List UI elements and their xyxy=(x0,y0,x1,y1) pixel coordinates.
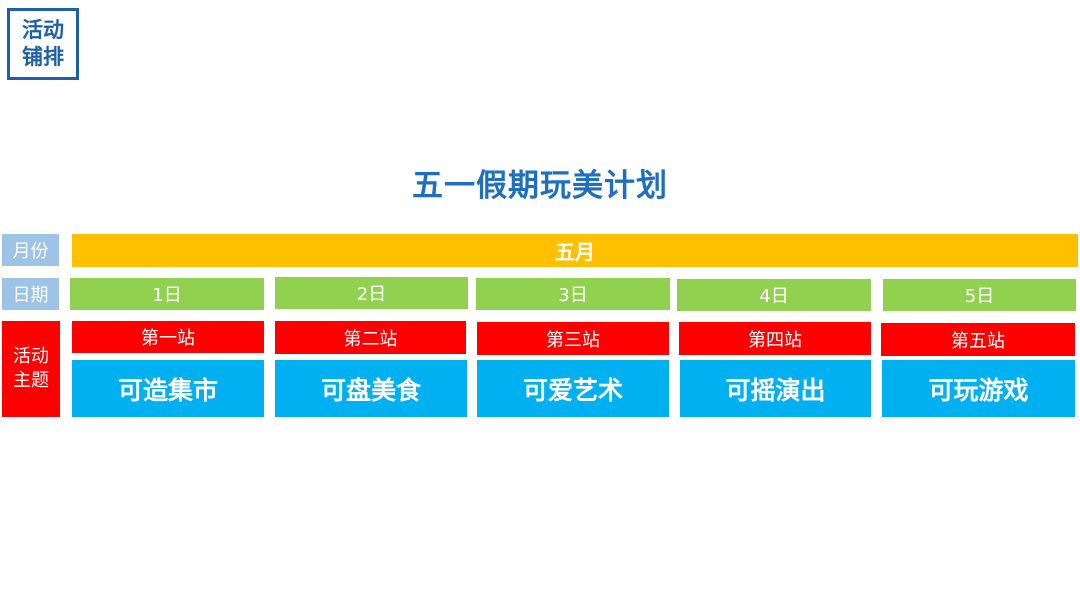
theme-cell: 可玩游戏 xyxy=(882,360,1075,417)
section-badge: 活动 铺排 xyxy=(7,8,79,80)
date-cell: 5日 xyxy=(883,279,1076,311)
stop-cell: 第三站 xyxy=(477,322,669,355)
date-cell: 1日 xyxy=(70,278,264,310)
row-label-theme: 活动 主题 xyxy=(2,321,60,417)
row-label-theme-line-2: 主题 xyxy=(13,370,49,391)
date-cell: 3日 xyxy=(476,278,670,310)
theme-cell: 可盘美食 xyxy=(275,360,467,417)
page-title: 五一假期玩美计划 xyxy=(412,168,668,204)
row-label-theme-line-1: 活动 xyxy=(13,346,49,367)
month-bar: 五月 xyxy=(72,234,1078,267)
date-cell: 4日 xyxy=(677,279,871,311)
row-label-date: 日期 xyxy=(2,278,59,310)
stop-cell: 第四站 xyxy=(679,322,871,355)
stop-cell: 第一站 xyxy=(72,321,264,353)
theme-cell: 可摇演出 xyxy=(680,360,871,417)
badge-line-1: 活动 xyxy=(22,18,64,42)
stop-cell: 第五站 xyxy=(881,323,1075,356)
date-cell: 2日 xyxy=(275,277,468,309)
theme-cell: 可造集市 xyxy=(72,360,264,417)
stop-cell: 第二站 xyxy=(275,321,466,354)
badge-line-2: 铺排 xyxy=(22,45,64,69)
theme-cell: 可爱艺术 xyxy=(477,360,669,417)
row-label-month: 月份 xyxy=(2,234,59,266)
